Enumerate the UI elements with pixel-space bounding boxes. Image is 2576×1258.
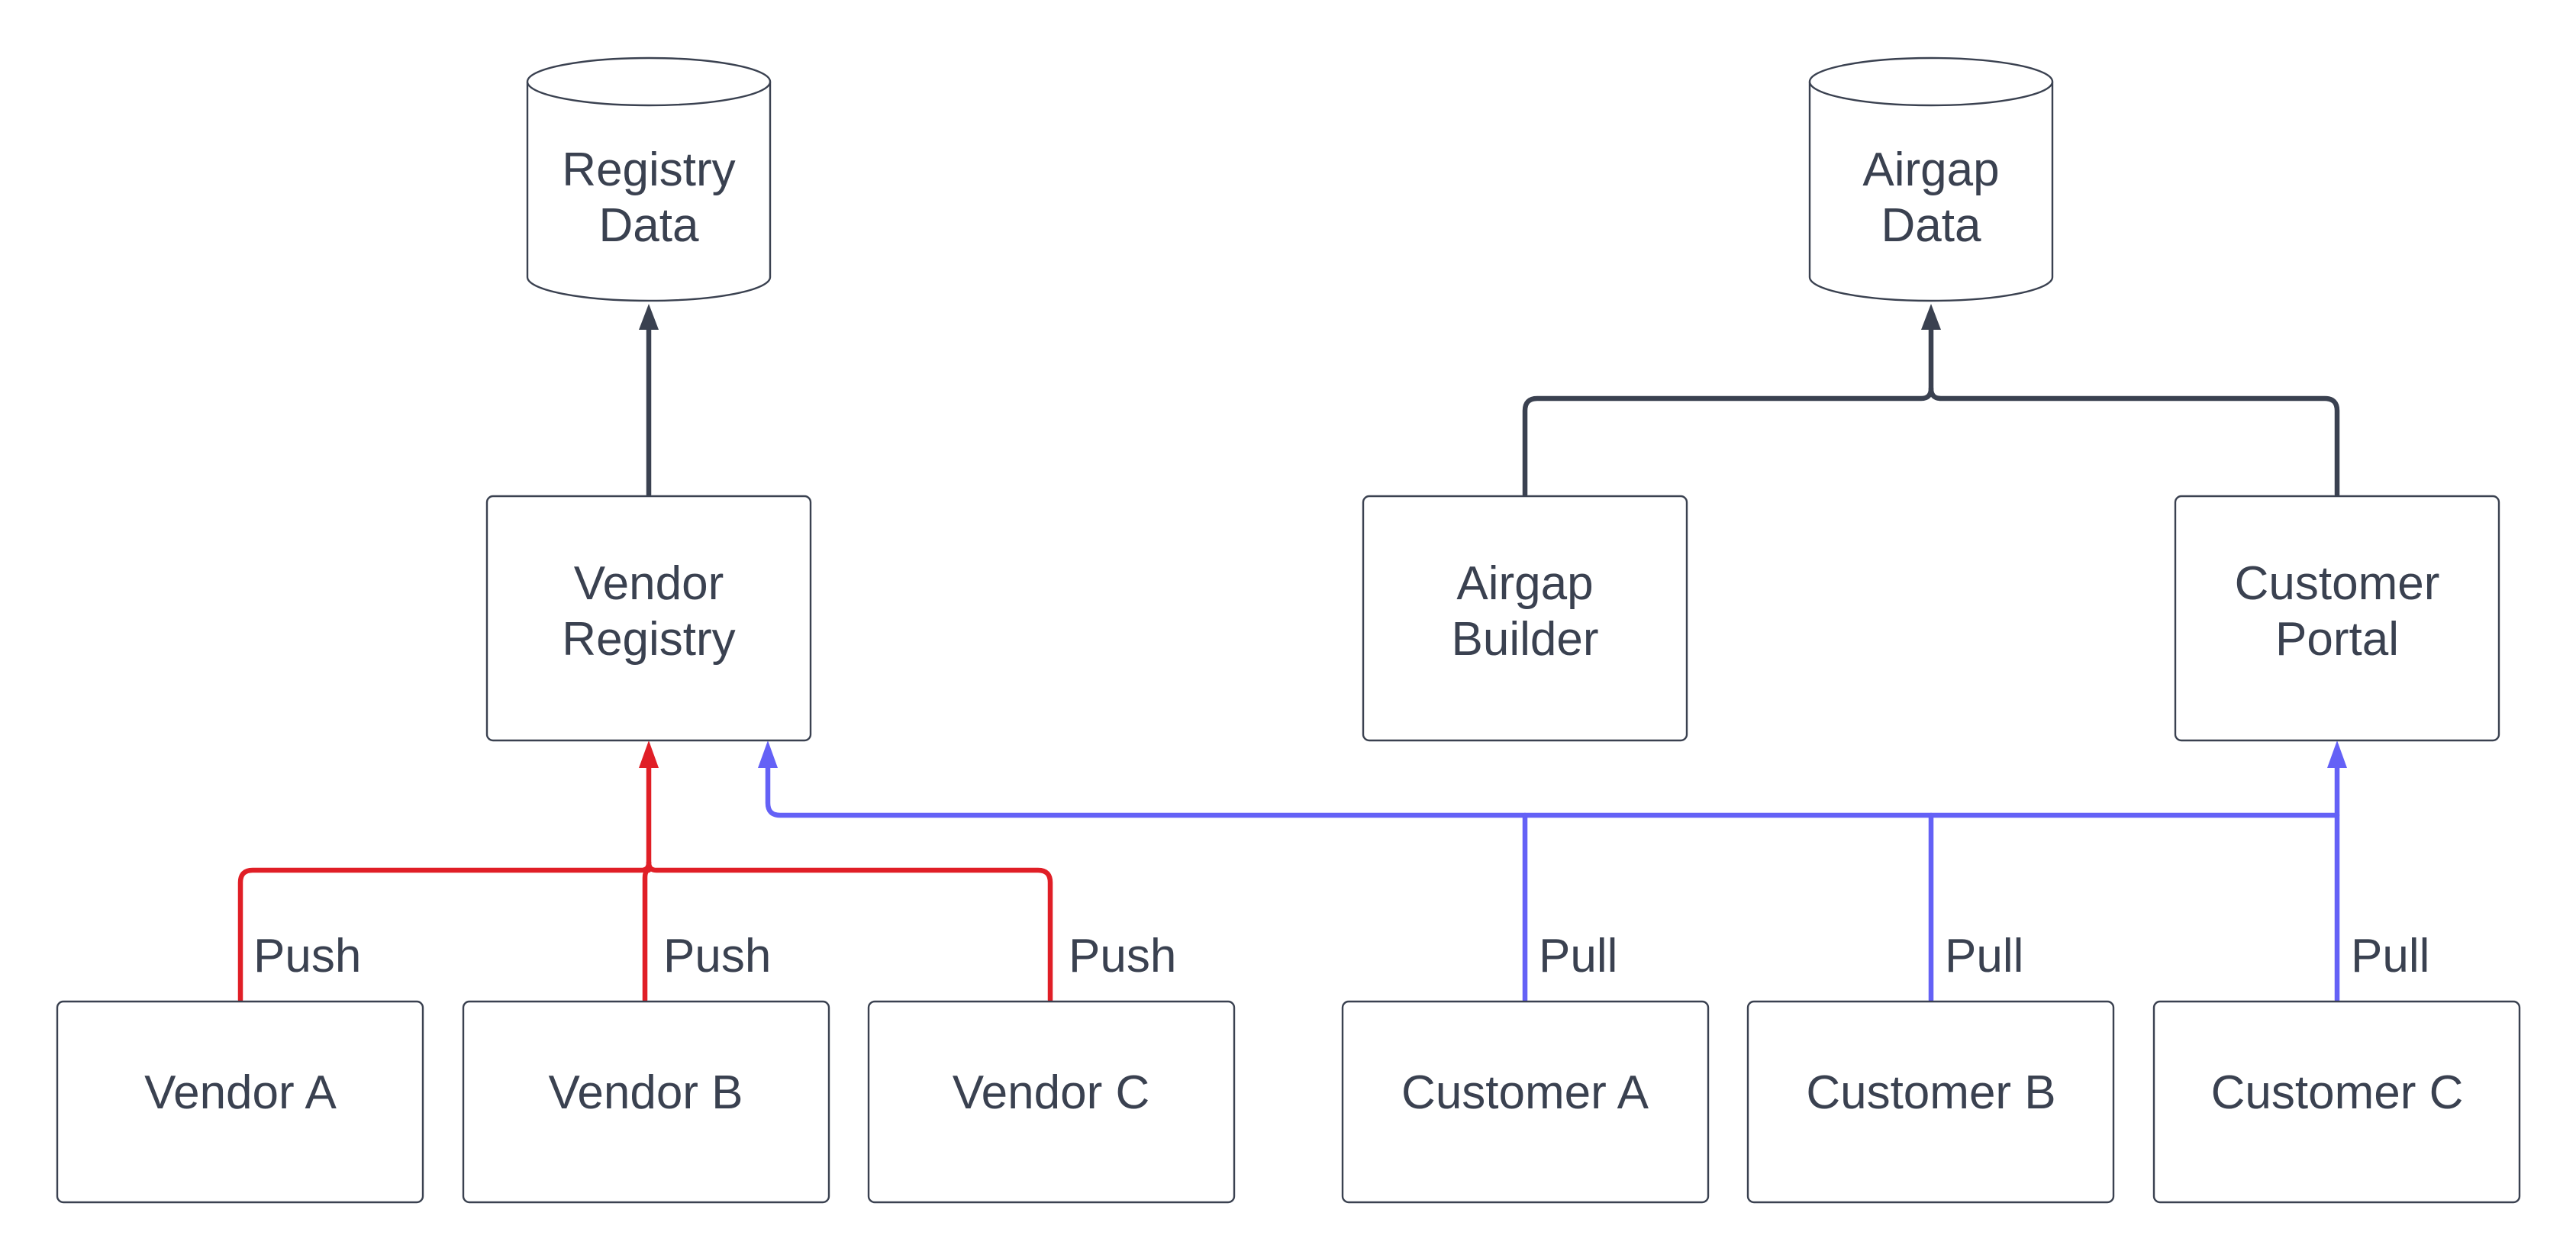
node-box bbox=[485, 495, 812, 742]
edge-label-pull-customer-b: Pull bbox=[1945, 930, 2023, 982]
node-label-line: Data bbox=[599, 199, 699, 252]
node-label-line: Vendor bbox=[574, 557, 724, 610]
node-registry-data[interactable]: Registry Data bbox=[526, 56, 772, 302]
node-box bbox=[2174, 495, 2500, 742]
node-box bbox=[56, 1000, 424, 1204]
connector-line bbox=[1928, 385, 2340, 498]
node-label: Vendor C bbox=[953, 1066, 1150, 1119]
node-vendor-registry[interactable]: Vendor Registry bbox=[485, 495, 812, 742]
node-vendor-a[interactable]: Vendor A bbox=[56, 1000, 424, 1204]
arrow-head-icon bbox=[639, 304, 659, 330]
edge-label-push-vendor-c: Push bbox=[1069, 930, 1176, 982]
database-cylinder-icon bbox=[1808, 82, 2054, 302]
node-box bbox=[462, 1000, 830, 1204]
node-customer-c[interactable]: Customer C bbox=[2152, 1000, 2521, 1204]
node-label-line: Portal bbox=[2275, 613, 2399, 666]
edge-label-push-vendor-b: Push bbox=[663, 930, 771, 982]
edge-label-pull-customer-a: Pull bbox=[1539, 930, 1617, 982]
node-label-line: Registry bbox=[562, 144, 735, 196]
node-box bbox=[2152, 1000, 2521, 1204]
arrow-head-icon bbox=[639, 740, 659, 768]
node-label-line: Airgap bbox=[1862, 144, 1999, 196]
node-label: Customer A bbox=[1401, 1066, 1649, 1119]
node-box bbox=[867, 1000, 1236, 1204]
node-label-line: Builder bbox=[1452, 613, 1599, 666]
node-box bbox=[1341, 1000, 1710, 1204]
arrow-head-icon bbox=[1921, 304, 1941, 330]
node-label-line: Customer bbox=[2235, 557, 2440, 610]
cylinder-top bbox=[1808, 56, 2054, 107]
node-vendor-b[interactable]: Vendor B bbox=[462, 1000, 830, 1204]
node-customer-portal[interactable]: Customer Portal bbox=[2174, 495, 2500, 742]
node-customer-a[interactable]: Customer A bbox=[1341, 1000, 1710, 1204]
connector-line bbox=[642, 867, 652, 1003]
node-label: Vendor B bbox=[548, 1066, 743, 1119]
cylinder-top bbox=[526, 56, 772, 107]
node-airgap-builder[interactable]: Airgap Builder bbox=[1362, 495, 1688, 742]
node-box bbox=[1746, 1000, 2115, 1204]
edge-vendor-registry-to-registry-data bbox=[639, 304, 659, 498]
node-label: Customer B bbox=[1806, 1066, 2055, 1119]
node-label: Vendor A bbox=[144, 1066, 337, 1119]
edge-pull-group bbox=[758, 740, 2347, 1003]
node-label-line: Data bbox=[1881, 199, 1981, 252]
node-airgap-data[interactable]: Airgap Data bbox=[1808, 56, 2054, 302]
edge-label-pull-customer-c: Pull bbox=[2351, 930, 2429, 982]
connector-line bbox=[1522, 324, 1934, 498]
connector-line bbox=[646, 860, 1053, 1003]
node-vendor-c[interactable]: Vendor C bbox=[867, 1000, 1236, 1204]
node-customer-b[interactable]: Customer B bbox=[1746, 1000, 2115, 1204]
arrow-head-icon bbox=[2327, 740, 2347, 768]
edge-push-group bbox=[237, 740, 1053, 1003]
connector-line bbox=[765, 760, 2340, 818]
arrow-head-icon bbox=[758, 740, 778, 768]
edge-airgap-sources-to-airgap-data bbox=[1522, 304, 2340, 498]
database-cylinder-icon bbox=[526, 82, 772, 302]
edge-label-push-vendor-a: Push bbox=[253, 930, 361, 982]
node-label-line: Registry bbox=[562, 613, 735, 666]
node-box bbox=[1362, 495, 1688, 742]
node-label: Customer C bbox=[2211, 1066, 2464, 1119]
node-label-line: Airgap bbox=[1456, 557, 1593, 610]
